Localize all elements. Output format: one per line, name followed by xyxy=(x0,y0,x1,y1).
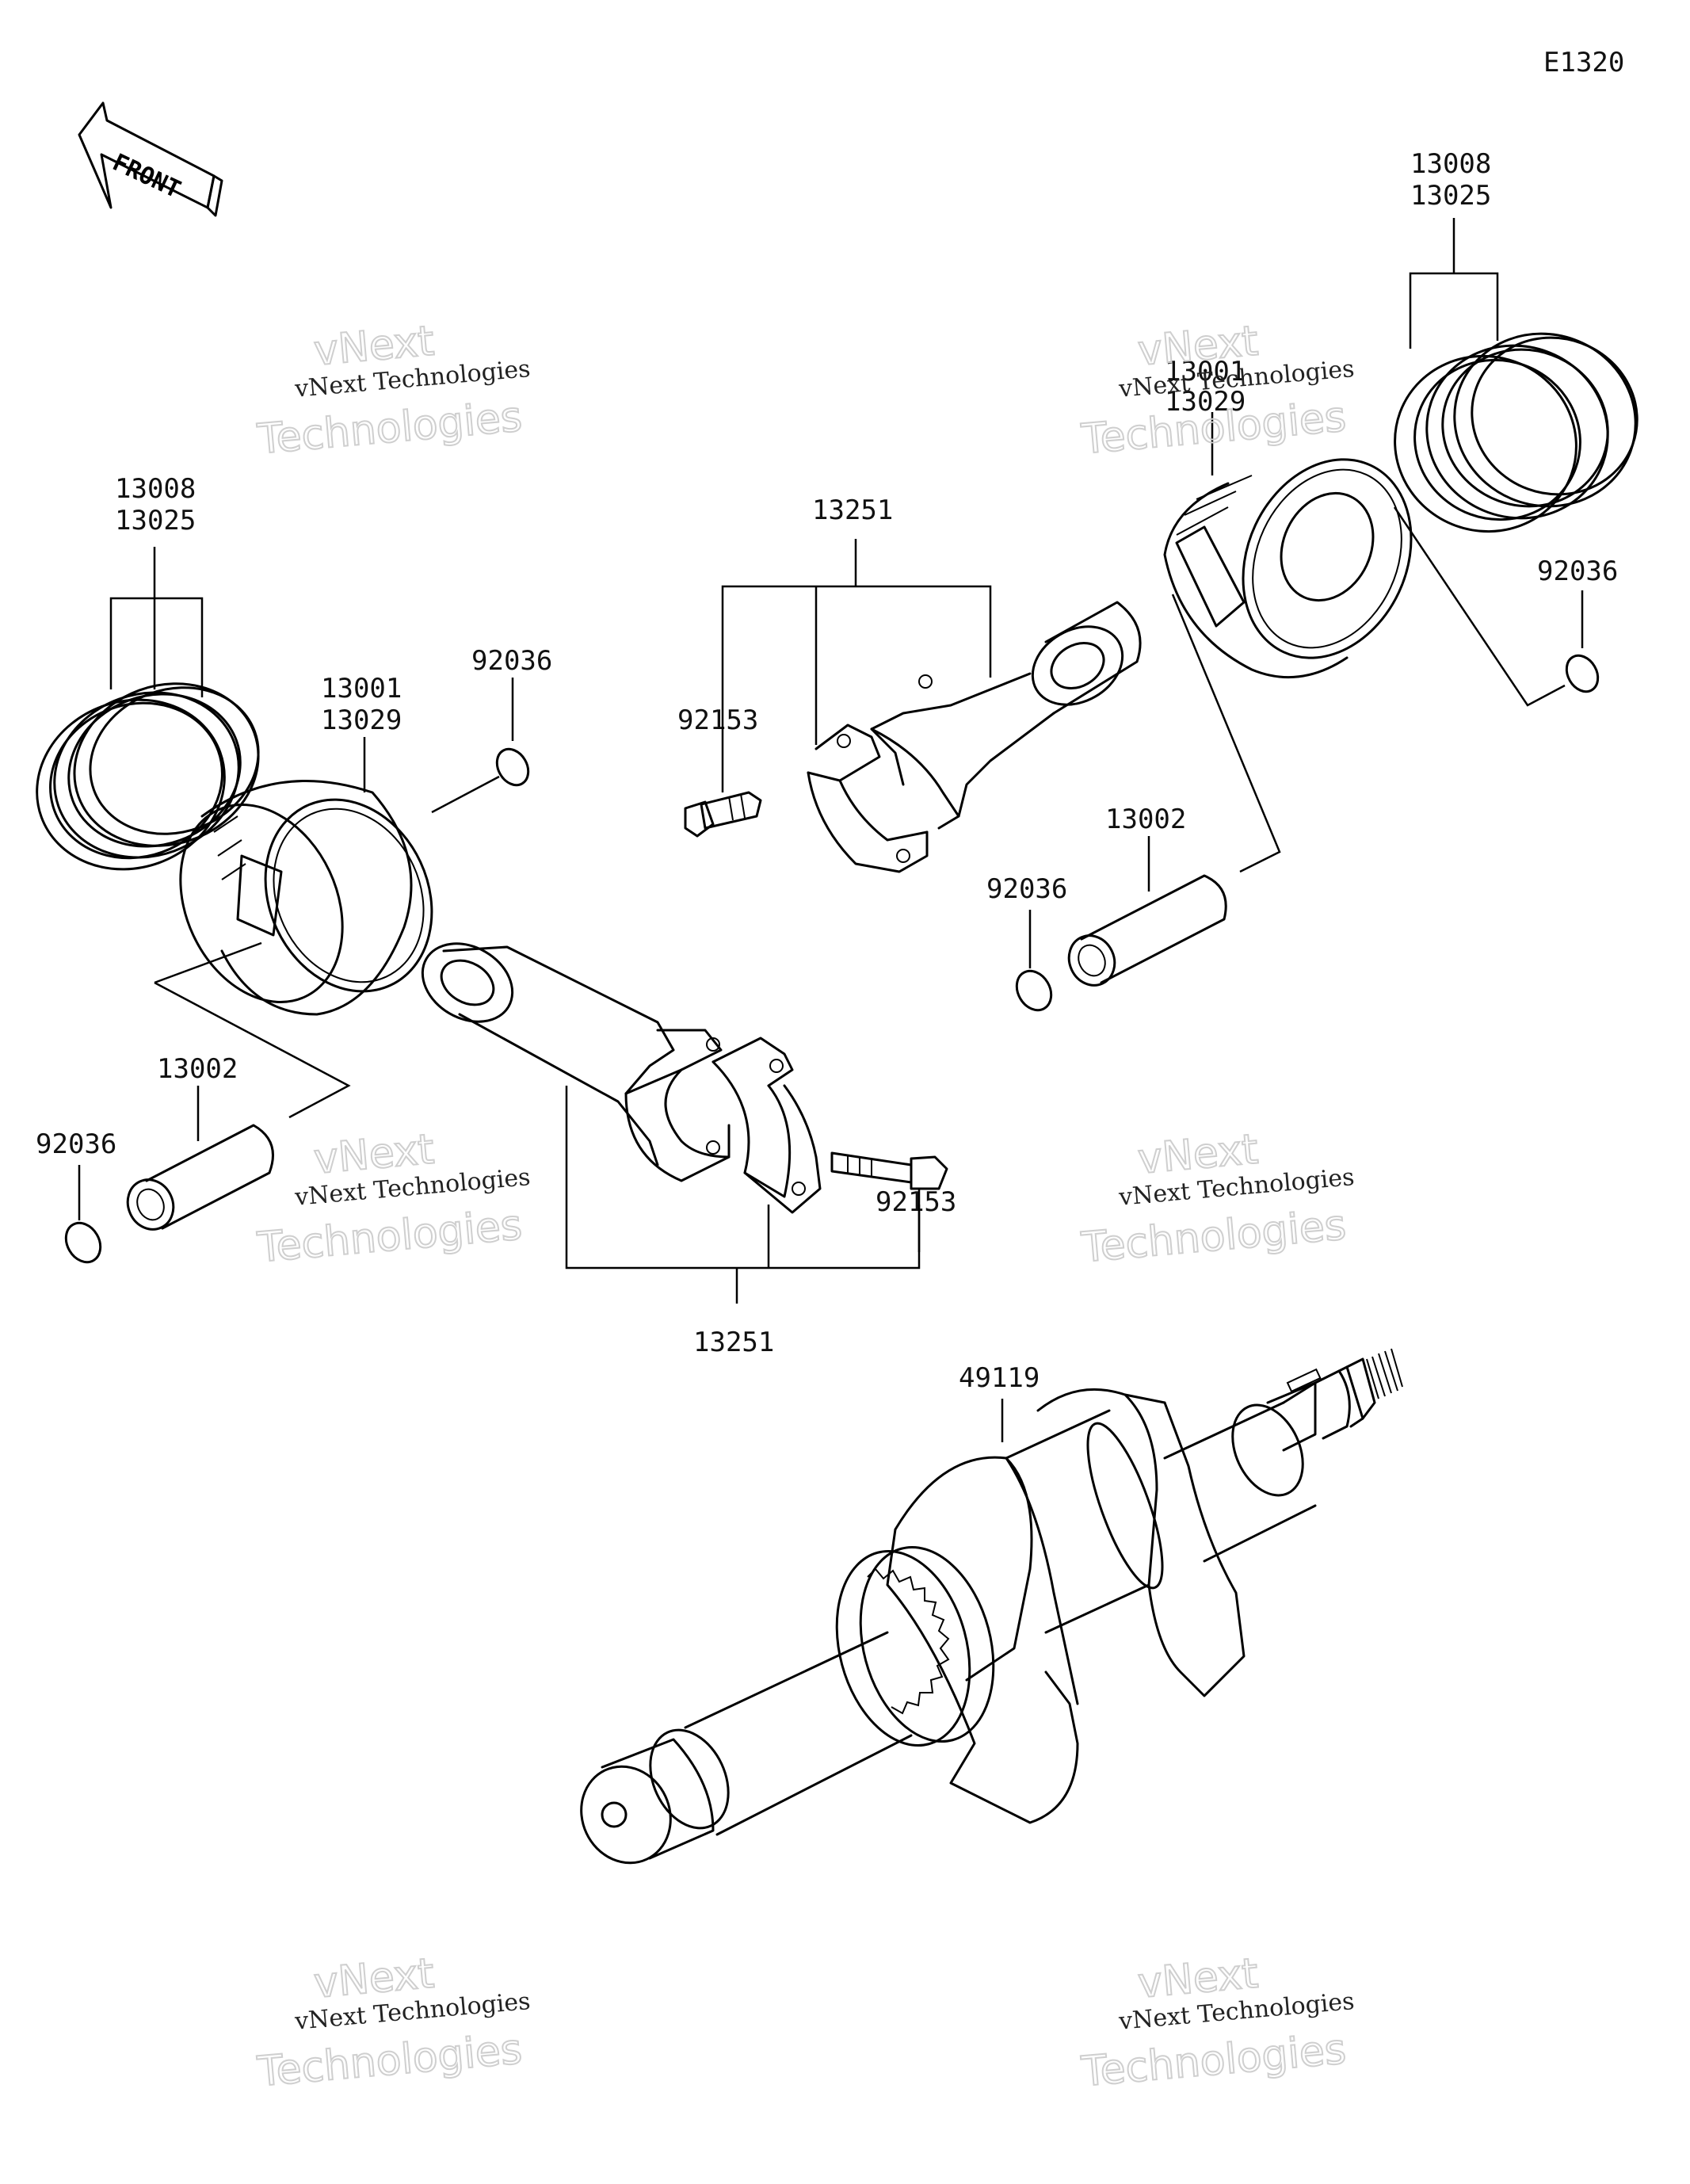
watermark-bottom-right: vNext Technologies vNext Technologies xyxy=(1078,1949,1356,2098)
lower-connecting-rod xyxy=(421,942,731,1182)
upper-conrod-cap xyxy=(807,724,929,873)
crankshaft-callout: 49119 xyxy=(959,1362,1040,1442)
svg-text:13251: 13251 xyxy=(812,494,893,526)
front-label: FRONT xyxy=(109,149,185,204)
svg-text:13002: 13002 xyxy=(1105,804,1186,835)
svg-text:vNext: vNext xyxy=(1136,1950,1261,2008)
svg-text:vNext: vNext xyxy=(312,1950,437,2008)
svg-text:13008: 13008 xyxy=(115,473,196,505)
svg-text:Technologies: Technologies xyxy=(1079,1201,1348,1272)
right-piston-callout: 13001 13029 xyxy=(1165,356,1246,475)
watermark-top-right: vNext Technologies vNext Technologies xyxy=(1078,317,1356,465)
svg-text:Technologies: Technologies xyxy=(255,393,524,464)
lower-bolt: 92153 xyxy=(830,1151,956,1252)
svg-text:Technologies: Technologies xyxy=(255,1201,524,1272)
right-piston-rings xyxy=(1394,332,1638,533)
upper-bolt: 92153 xyxy=(677,704,762,838)
left-rings-callout: 13008 13025 xyxy=(109,473,204,697)
svg-text:vNext: vNext xyxy=(1136,1126,1261,1184)
svg-text:92036: 92036 xyxy=(1537,556,1618,587)
left-piston-callout: 13001 13029 xyxy=(321,673,402,792)
svg-text:13029: 13029 xyxy=(321,704,402,736)
diagram-code: E1320 xyxy=(1543,47,1624,78)
svg-text:vNext: vNext xyxy=(1136,318,1261,376)
front-arrow-icon: FRONT xyxy=(78,101,223,217)
svg-text:Technologies: Technologies xyxy=(255,2026,524,2096)
svg-text:13001: 13001 xyxy=(321,673,402,704)
right-rings-callout: 13008 13025 xyxy=(1409,148,1499,349)
svg-text:13251: 13251 xyxy=(693,1327,774,1358)
svg-text:13001: 13001 xyxy=(1165,356,1246,388)
svg-text:Technologies: Technologies xyxy=(1079,2026,1348,2096)
upper-conrod-callout: 13251 xyxy=(721,494,992,745)
svg-text:92036: 92036 xyxy=(36,1128,116,1160)
upper-connecting-rod xyxy=(870,601,1142,830)
svg-text:13002: 13002 xyxy=(157,1053,238,1085)
left-circlip-bottom: 92036 xyxy=(36,1128,116,1264)
watermark-top-left: vNext Technologies vNext Technologies xyxy=(254,317,532,465)
svg-text:13025: 13025 xyxy=(1410,180,1491,212)
svg-text:92153: 92153 xyxy=(876,1186,956,1218)
svg-text:49119: 49119 xyxy=(959,1362,1040,1394)
watermark-bottom-left: vNext Technologies vNext Technologies xyxy=(254,1949,532,2098)
right-piston xyxy=(1163,458,1413,679)
watermark-middle-left: vNext Technologies vNext Technologies xyxy=(254,1125,532,1273)
watermark-middle-right: vNext Technologies vNext Technologies xyxy=(1078,1125,1356,1273)
svg-text:13029: 13029 xyxy=(1165,386,1246,418)
left-circlip-top: 92036 xyxy=(431,645,552,814)
svg-text:13025: 13025 xyxy=(115,505,196,536)
right-circlip-top: 92036 xyxy=(1393,506,1618,707)
svg-text:92036: 92036 xyxy=(471,645,552,677)
svg-text:92153: 92153 xyxy=(677,704,758,736)
svg-text:13008: 13008 xyxy=(1410,148,1491,180)
svg-text:vNext: vNext xyxy=(312,318,437,376)
left-piston xyxy=(179,779,433,1016)
lower-conrod-callout: 13251 xyxy=(565,1086,921,1358)
right-circlip-bottom: 92036 xyxy=(986,873,1067,1012)
svg-text:vNext: vNext xyxy=(312,1126,437,1184)
crankshaft xyxy=(580,1348,1403,1865)
right-piston-pin: 13002 xyxy=(1067,594,1281,987)
left-piston-rings xyxy=(36,682,260,871)
lower-conrod-cap xyxy=(711,1037,822,1214)
svg-text:92036: 92036 xyxy=(986,873,1067,905)
left-piston-pin: 13002 xyxy=(126,941,351,1231)
